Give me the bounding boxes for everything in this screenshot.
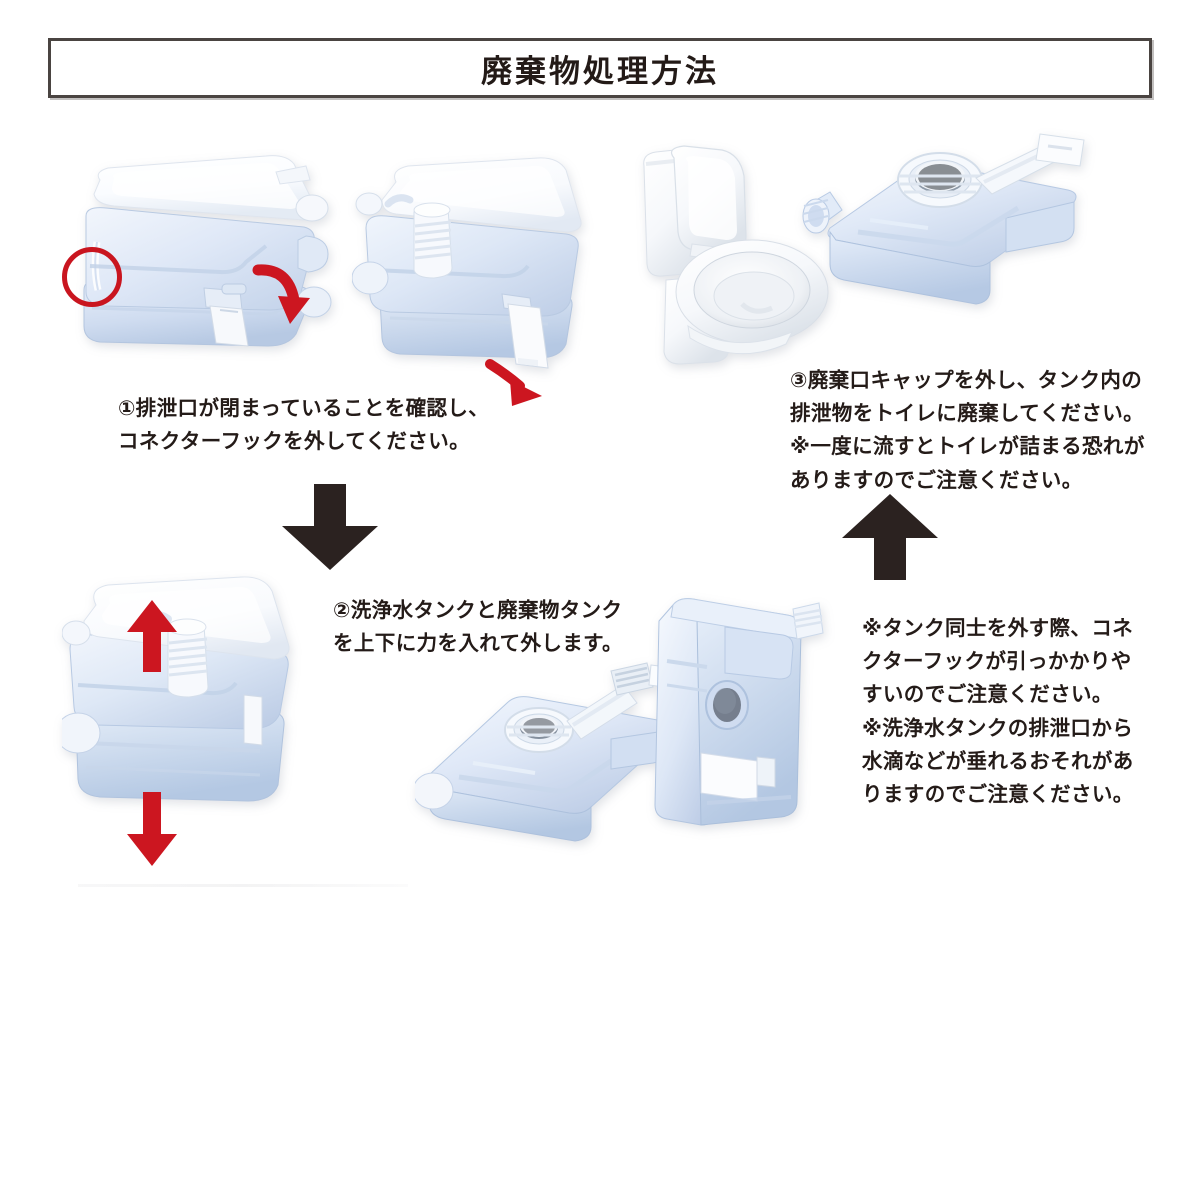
faint-artifact-line (78, 884, 408, 887)
flush-water-tank (412, 696, 674, 842)
red-arrow-up-force (125, 598, 179, 674)
toilet-separating-art (55, 576, 290, 802)
toilet-hook-released-art (351, 157, 582, 369)
red-arrow-rotate-hook (250, 262, 328, 332)
page-title-box: 廃棄物処理方法 (48, 38, 1152, 98)
toilet-closed-front-art (83, 155, 332, 347)
figure-tanks-separated (412, 575, 825, 845)
tanks-separated-art (412, 598, 824, 842)
page-title: 廃棄物処理方法 (481, 53, 719, 90)
waste-tank-upright (654, 598, 824, 826)
figure-toilet-separating (55, 575, 312, 835)
figure-toilet-closed-front (70, 150, 335, 365)
black-arrow-down (278, 482, 382, 572)
red-arrow-release-hook (484, 358, 556, 414)
step-1-caption: ①排泄口が閉まっていることを確認し、 コネクターフックを外してください。 (118, 396, 490, 454)
red-highlight-circle (62, 247, 122, 307)
waste-tank-open-cap-art (802, 133, 1085, 305)
figure-household-toilet (636, 140, 836, 370)
step-2-caption: ②洗浄水タンクと廃棄物タンク を上下に力を入れて外します。 (333, 598, 623, 656)
figure-waste-tank-open-cap (800, 132, 1090, 332)
black-arrow-up (838, 492, 942, 582)
household-toilet-art (643, 145, 829, 365)
red-arrow-down-force (125, 790, 179, 868)
note-caption: ※タンク同士を外す際、コネ クターフックが引っかかりや すいのでご注意ください。… (862, 616, 1134, 807)
figure-toilet-hook-released (351, 152, 602, 397)
step-3-caption: ③廃棄口キャップを外し、タンク内の 排泄物をトイレに廃棄してください。 ※一度に… (790, 368, 1145, 492)
